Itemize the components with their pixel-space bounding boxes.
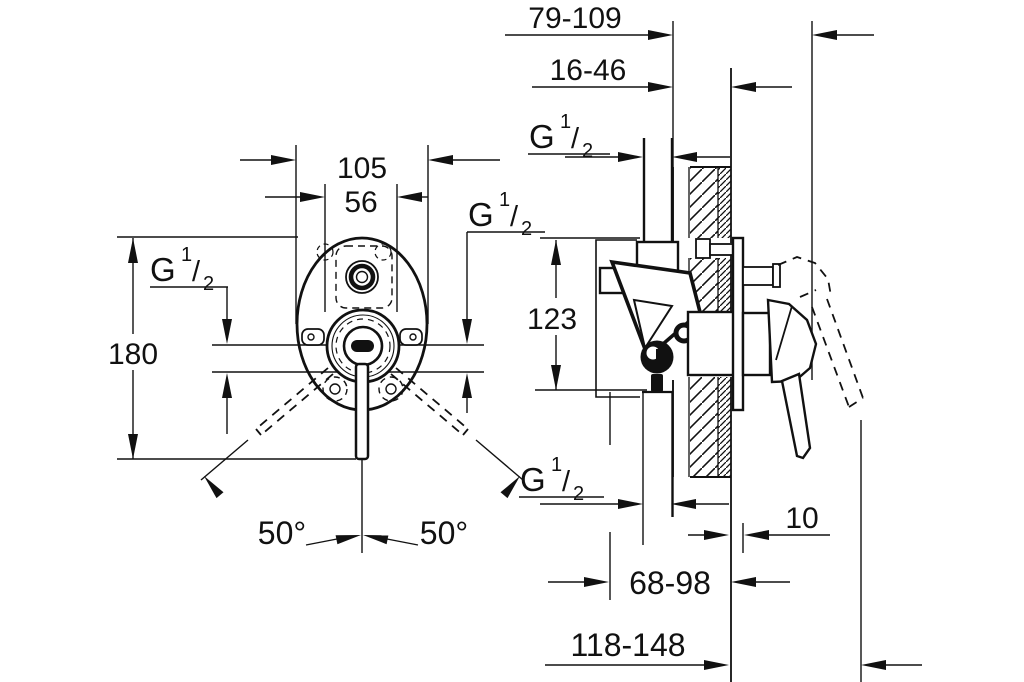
fixing-screw (695, 238, 711, 259)
svg-text:G: G (468, 196, 494, 233)
side-extension-lines (535, 21, 862, 682)
dim-width-56: 56 (265, 186, 428, 219)
svg-text:2: 2 (582, 140, 593, 162)
side-view: 79-109 16-46 G 1 / 2 (505, 2, 922, 682)
front-extension-lines (117, 145, 524, 553)
svg-text:180: 180 (108, 338, 158, 371)
escutcheon-section (731, 236, 745, 412)
svg-text:1: 1 (551, 454, 562, 476)
dim-width-105: 105 (240, 152, 500, 185)
lever-handle-front (354, 362, 370, 461)
thread-label-right: G 1 / 2 (462, 189, 545, 413)
svg-text:G: G (529, 118, 555, 155)
dim-plate-protrusion: 10 (688, 502, 830, 540)
svg-text:1: 1 (181, 244, 192, 266)
thread-label-bottom: G 1 / 2 (519, 454, 729, 509)
svg-text:105: 105 (337, 152, 387, 185)
lever-mouth (351, 340, 374, 352)
svg-text:/: / (510, 201, 519, 233)
svg-text:1: 1 (560, 111, 571, 133)
svg-text:G: G (150, 251, 176, 288)
dim-handle-depth: 79-109 (505, 2, 874, 40)
dim-total-depth: 118-148 (545, 627, 922, 670)
svg-text:118-148: 118-148 (570, 627, 685, 663)
svg-text:2: 2 (521, 218, 532, 240)
dim-angle-right: 50° (363, 476, 520, 551)
svg-text:50°: 50° (258, 515, 306, 551)
handle-lever-section (780, 372, 812, 460)
lever-swing-dashed (255, 367, 469, 436)
handle-bell (766, 298, 818, 384)
svg-text:123: 123 (527, 303, 577, 336)
dim-plate-depth: 16-46 (532, 54, 792, 92)
svg-text:10: 10 (785, 502, 818, 535)
thread-label-left: G 1 / 2 (150, 244, 232, 434)
dim-angle-left: 50° (204, 476, 361, 551)
cartridge-sleeve (686, 310, 737, 377)
svg-text:50°: 50° (420, 515, 468, 551)
svg-text:/: / (192, 256, 201, 288)
svg-text:68-98: 68-98 (629, 565, 711, 601)
diverter-front (316, 243, 393, 309)
dim-outlet-spacing: 123 (512, 240, 592, 390)
svg-text:2: 2 (203, 273, 214, 295)
dim-height-180: 180 (104, 238, 162, 459)
svg-text:79-109: 79-109 (528, 2, 621, 35)
front-view: 180 105 56 G 1 / 2 (104, 145, 545, 553)
lower-bosses (322, 376, 404, 402)
svg-text:1: 1 (499, 189, 510, 211)
svg-text:/: / (562, 466, 571, 498)
thread-label-top: G 1 / 2 (528, 111, 730, 162)
valve-body-section (595, 138, 864, 460)
dim-rough-in: 68-98 (548, 565, 790, 601)
svg-text:/: / (571, 123, 580, 155)
svg-text:2: 2 (573, 483, 584, 505)
diverter-knob-section (742, 266, 774, 286)
handle-swing-dashed (777, 256, 864, 408)
svg-text:G: G (520, 461, 546, 498)
svg-text:16-46: 16-46 (550, 54, 627, 87)
svg-text:56: 56 (344, 186, 377, 219)
